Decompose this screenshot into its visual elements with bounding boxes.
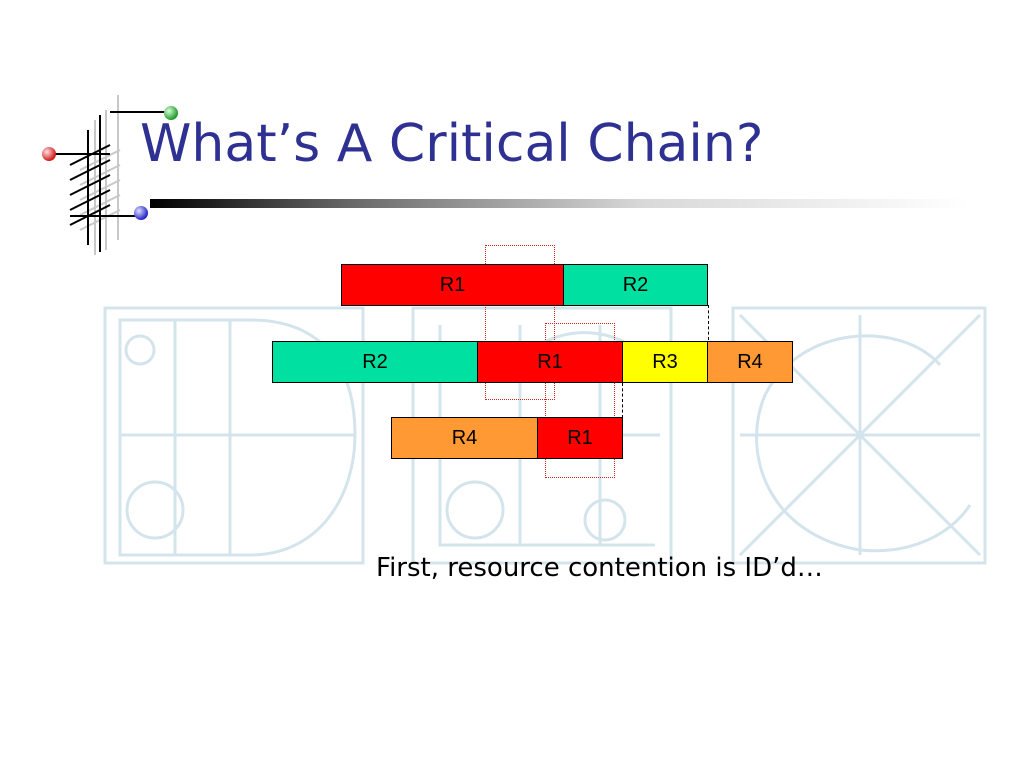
crosshatch-logo-icon: [42, 95, 178, 255]
task-bar-r1: R1: [341, 264, 564, 306]
task-label: R2: [622, 273, 649, 296]
task-bar-r3: R3: [622, 341, 708, 383]
task-label: R4: [737, 350, 763, 373]
task-bar-r1: R1: [477, 341, 623, 383]
task-label: R1: [537, 350, 563, 373]
critical-chain-diagram: R1 R2 R2 R1 R3 R4 R4 R1: [260, 240, 820, 490]
task-bar-r4: R4: [391, 417, 538, 459]
task-label: R2: [362, 350, 388, 373]
contention-outline-lower: [545, 323, 615, 478]
dlc-monogram-watermark: [103, 306, 987, 565]
task-bar-r1: R1: [537, 417, 623, 459]
contention-outline-upper: [485, 245, 555, 400]
dependency-line-r3-r1: [622, 383, 623, 418]
task-bar-r2: R2: [563, 264, 708, 306]
task-bar-r2: R2: [272, 341, 478, 383]
task-label: R1: [439, 273, 466, 296]
task-bar-r4: R4: [707, 341, 793, 383]
task-label: R4: [451, 426, 478, 449]
slide-title: What’s A Critical Chain?: [140, 114, 764, 174]
task-label: R3: [652, 350, 678, 373]
slide-caption: First, resource contention is ID’d…: [376, 553, 823, 583]
title-underline: [150, 199, 970, 208]
dependency-line-r2-r4: [708, 305, 709, 340]
task-label: R1: [567, 426, 593, 449]
